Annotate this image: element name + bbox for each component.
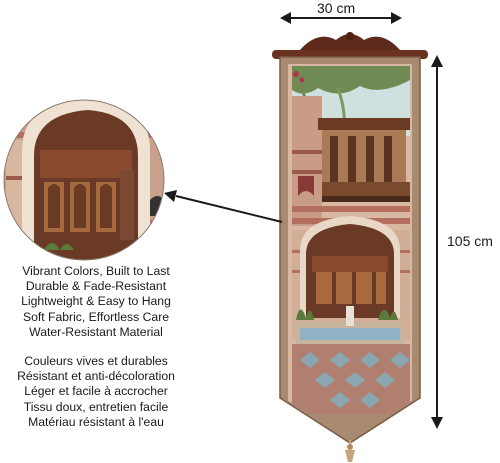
pointer-arrow-icon — [164, 190, 283, 223]
width-dimension-arrow-icon — [280, 12, 402, 24]
tapestry — [272, 32, 428, 462]
tassel — [345, 440, 355, 462]
feature-en-3: Lightweight & Easy to Hang — [21, 294, 171, 309]
feature-list: Vibrant Colors, Built to Last Durable & … — [0, 264, 192, 430]
height-label: 105 cm — [447, 233, 493, 249]
wooden-hanger — [272, 32, 428, 59]
zoom-detail-circle — [3, 99, 165, 261]
feature-list-spacer — [0, 340, 192, 354]
feature-fr-2: Résistant et anti-décoloration — [17, 369, 175, 384]
feature-fr-5: Matériau résistant à l'eau — [28, 414, 164, 429]
feature-en-4: Soft Fabric, Effortless Care — [22, 309, 170, 324]
feature-fr-4: Tissu doux, entretien facile — [23, 399, 169, 414]
feature-en-5: Water-Resistant Material — [29, 324, 163, 339]
width-label: 30 cm — [317, 0, 356, 16]
feature-fr-1: Couleurs vives et durables — [24, 354, 168, 369]
feature-fr-3: Léger et facile à accrocher — [24, 384, 168, 399]
feature-en-2: Durable & Fade-Resistant — [25, 279, 167, 294]
height-dimension-arrow-icon — [431, 55, 443, 429]
feature-en-1: Vibrant Colors, Built to Last — [22, 264, 170, 278]
